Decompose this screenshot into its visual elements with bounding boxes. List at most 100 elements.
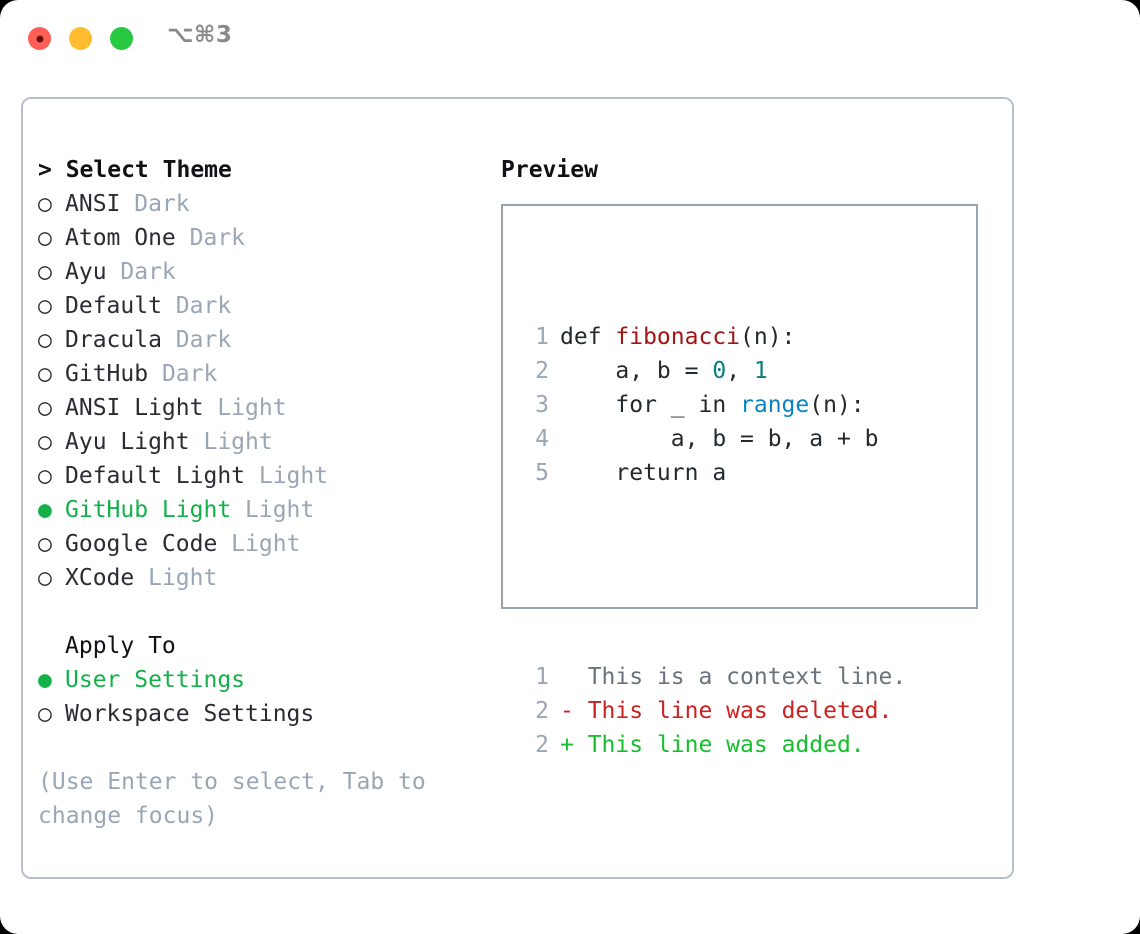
code-token: (n):: [740, 324, 796, 350]
code-token: def: [560, 324, 616, 350]
theme-picker-column: > Select Theme ○ANSI Dark○Atom One Dark○…: [38, 153, 488, 833]
diff-text: This line was added.: [587, 732, 865, 758]
code-token: 0: [712, 358, 727, 384]
theme-option-variant: Light: [217, 531, 301, 557]
diff-line: 2+ This line was added.: [523, 728, 906, 762]
theme-option-label: Google Code: [65, 531, 218, 557]
radio-unselected-icon: ○: [38, 701, 52, 727]
theme-option-variant: Light: [231, 497, 315, 523]
code-token: for _ in: [560, 392, 741, 418]
radio-unselected-icon: ○: [38, 225, 52, 251]
theme-option-label: Default: [65, 293, 162, 319]
line-number: 2: [535, 358, 549, 384]
code-token: ,: [726, 358, 754, 384]
theme-option[interactable]: ○ ANSI Light Light: [38, 391, 488, 425]
apply-to-option[interactable]: ○Workspace Settings: [38, 697, 488, 731]
theme-option-label: Ayu Light: [65, 429, 190, 455]
radio-unselected-icon: ○: [38, 259, 52, 285]
radio-unselected-icon: ○: [38, 361, 52, 387]
theme-option[interactable]: ○Dracula Dark: [38, 323, 488, 357]
theme-option-label: ANSI Light: [65, 395, 204, 421]
code-token: return a: [560, 460, 727, 486]
theme-option-variant: Light: [134, 565, 218, 591]
radio-unselected-icon: ○: [38, 191, 52, 217]
code-line: 1 def fibonacci(n):: [523, 320, 906, 354]
theme-option-label: Default Light: [65, 463, 246, 489]
theme-option-variant: Light: [189, 429, 273, 455]
radio-unselected-icon: ○: [38, 293, 52, 319]
theme-option-variant: Dark: [175, 225, 246, 251]
theme-option-label: ANSI: [65, 191, 121, 217]
theme-option[interactable]: ○ GitHub Dark: [38, 357, 488, 391]
code-token: fibonacci: [615, 324, 741, 350]
section-spacer: [38, 595, 488, 629]
theme-option-variant: Dark: [120, 191, 190, 217]
code-token: range: [740, 392, 810, 418]
line-number: 5: [535, 460, 549, 486]
theme-option[interactable]: ○ Google Code Light: [38, 527, 488, 561]
code-line: 5 return a: [523, 456, 906, 490]
page-title: > Select Theme: [38, 157, 232, 183]
theme-option[interactable]: ○XCode Light: [38, 561, 488, 595]
radio-selected-icon: ●: [38, 497, 52, 523]
line-number: 4: [535, 426, 549, 452]
main-panel: > Select Theme ○ANSI Dark○Atom One Dark○…: [21, 97, 1014, 879]
radio-unselected-icon: ○: [38, 531, 52, 557]
minimize-button[interactable]: [69, 27, 92, 50]
theme-option-label: Atom One: [65, 225, 176, 251]
title-bar: ⌥⌘3: [0, 0, 1140, 76]
code-line: 3 for _ in range(n):: [523, 388, 906, 422]
diff-text: This line was deleted.: [587, 698, 893, 724]
theme-option-variant: Light: [203, 395, 287, 421]
code-token: (n):: [809, 392, 865, 418]
radio-unselected-icon: ○: [38, 429, 52, 455]
code-line: 4 a, b = b, a + b: [523, 422, 906, 456]
theme-option-label: XCode: [65, 565, 135, 591]
code-token: 1: [753, 358, 768, 384]
theme-option[interactable]: ● GitHub Light Light: [38, 493, 488, 527]
theme-option[interactable]: ○ Ayu Light Light: [38, 425, 488, 459]
radio-selected-icon: ●: [38, 667, 52, 693]
theme-option-variant: Dark: [148, 361, 218, 387]
keyboard-hint: (Use Enter to select, Tab to change focu…: [38, 769, 426, 829]
apply-to-heading: Apply To: [65, 633, 176, 659]
keyboard-shortcut-label: ⌥⌘3: [167, 22, 233, 48]
code-line: 2 a, b = 0, 1: [523, 354, 906, 388]
apply-to-list[interactable]: ● User Settings ○Workspace Settings: [38, 663, 488, 731]
apply-to-option-label: User Settings: [65, 667, 246, 693]
line-number: 3: [535, 392, 549, 418]
theme-option-variant: Dark: [106, 259, 176, 285]
code-blank-line: [523, 558, 906, 592]
line-number: 1: [535, 664, 549, 690]
window-controls: [28, 27, 133, 50]
diff-block: 1 This is a context line. 2- This line wa…: [523, 660, 906, 762]
line-number: 1: [535, 324, 549, 350]
diff-line: 2- This line was deleted.: [523, 694, 906, 728]
apply-to-option[interactable]: ● User Settings: [38, 663, 488, 697]
theme-option[interactable]: ○ ANSI Dark: [38, 187, 488, 221]
line-number: 2: [535, 732, 549, 758]
preview-column: Preview: [501, 153, 1001, 187]
preview-title: Preview: [501, 157, 598, 183]
theme-option[interactable]: ○ Default Dark: [38, 289, 488, 323]
radio-unselected-icon: ○: [38, 395, 52, 421]
diff-sign: [560, 664, 588, 690]
close-button[interactable]: [28, 27, 51, 50]
theme-option-label: GitHub Light: [65, 497, 232, 523]
theme-option[interactable]: ○ Atom One Dark: [38, 221, 488, 255]
theme-option-label: Dracula: [65, 327, 162, 353]
theme-option-variant: Dark: [161, 293, 232, 319]
theme-option[interactable]: ○Default Light Light: [38, 459, 488, 493]
diff-sign: -: [560, 698, 588, 724]
maximize-button[interactable]: [110, 27, 133, 50]
theme-option[interactable]: ○Ayu Dark: [38, 255, 488, 289]
theme-option-variant: Dark: [161, 327, 232, 353]
theme-option-label: GitHub: [65, 361, 149, 387]
theme-option-variant: Light: [245, 463, 329, 489]
diff-text: This is a context line.: [587, 664, 907, 690]
theme-list[interactable]: ○ANSI Dark○Atom One Dark○Ayu Dark○Defaul…: [38, 187, 488, 595]
